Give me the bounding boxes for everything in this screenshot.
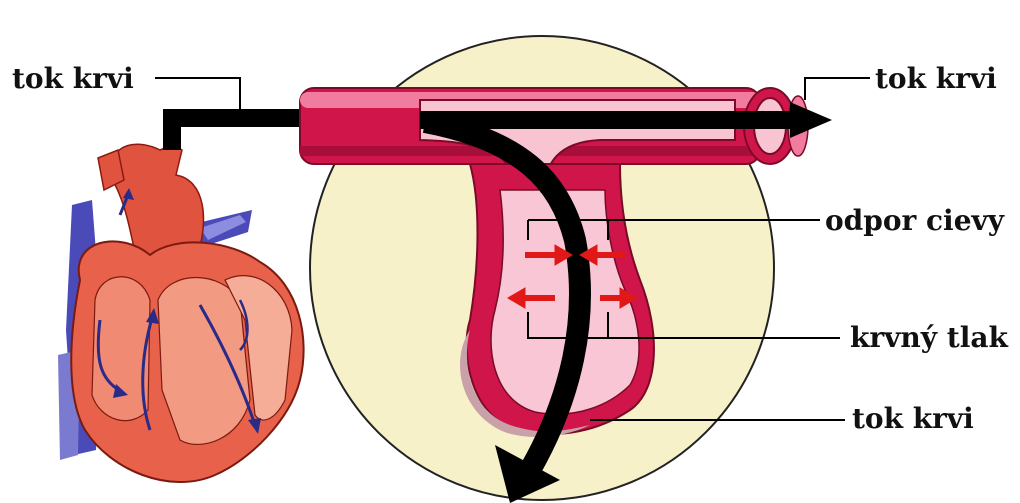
label-flow-out: tok krvi: [875, 62, 997, 95]
label-blood-pressure: krvný tlak: [850, 321, 1009, 354]
label-flow-down: tok krvi: [852, 402, 974, 435]
heart-icon: [58, 144, 304, 482]
label-flow-in: tok krvi: [12, 62, 134, 95]
flow-line-in: [172, 118, 320, 150]
flow-arrow-icon: [790, 102, 832, 138]
label-vessel-resistance: odpor cievy: [825, 204, 1005, 237]
